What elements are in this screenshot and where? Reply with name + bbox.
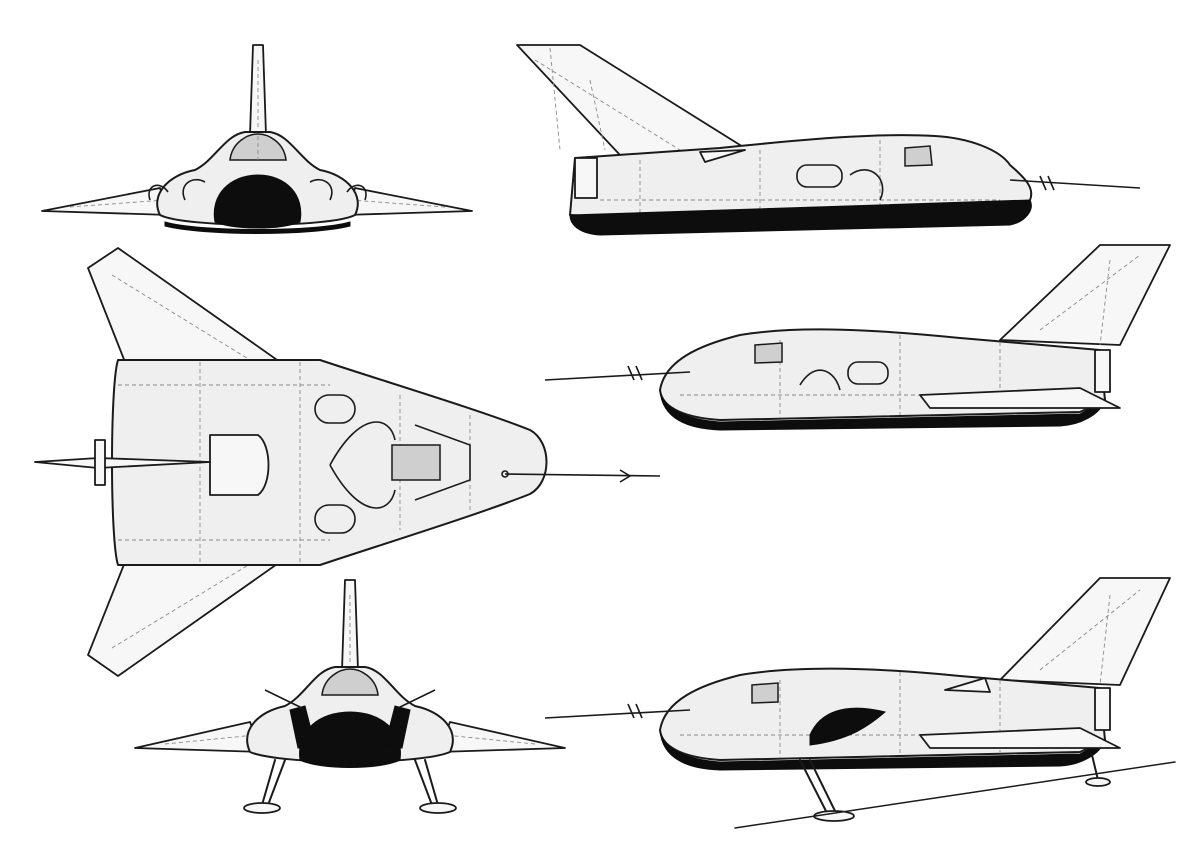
front-view-clean — [41, 44, 473, 234]
side-view-left — [544, 244, 1171, 431]
top-view — [34, 247, 661, 677]
side-view-right — [516, 44, 1141, 236]
front-view-gear-down — [134, 579, 566, 814]
side-view-gear-down — [544, 577, 1176, 829]
